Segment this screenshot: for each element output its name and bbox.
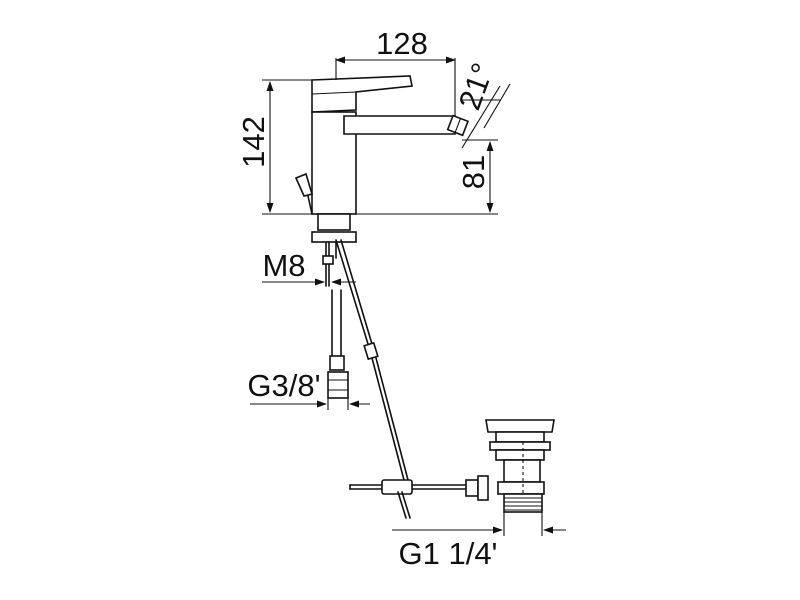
supply-hose [322,241,349,399]
dimension-rod-thread: M8 [262,248,356,286]
hose-connection-label: G3/8' [247,368,320,403]
spout [343,115,456,135]
spout-height-label: 81 [456,155,491,189]
dimension-height: 142 [236,79,318,215]
dimension-spout-height: 81 [356,139,498,215]
fixing-nut [311,231,357,243]
lever-handle [311,75,413,113]
dimension-waste-thread: G1 1/4' [392,512,566,571]
dimension-hose-connection: G3/8' [247,368,370,410]
waste-thread [503,493,543,513]
aerator-angle-label: 21° [452,58,501,114]
aerator-nozzle [446,114,470,137]
hose-connection-nut [327,371,349,399]
rod-clamp [381,479,413,495]
height-label: 142 [236,116,271,168]
waste-plug-cap [485,419,555,433]
dimension-spout-reach: 128 [335,26,456,116]
popup-waste [485,419,555,513]
faucet-body [294,75,470,259]
linkage-clamp [363,341,379,361]
waste-thread-label: G1 1/4' [399,536,498,571]
popup-rod-knob [294,172,314,197]
spout-reach-label: 128 [376,26,428,61]
base-plate [317,213,351,231]
rod-thread-label: M8 [262,248,305,283]
popup-linkage [335,239,489,519]
